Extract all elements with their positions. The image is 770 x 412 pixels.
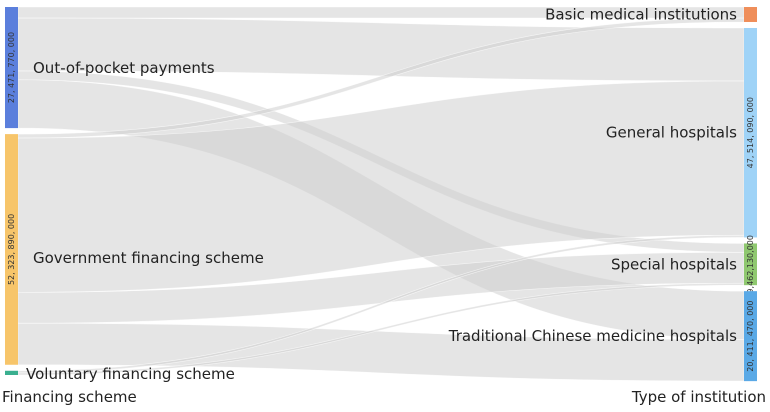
target-axis-label: Type of institution	[631, 388, 766, 406]
target-value-label-1: 47, 514, 090, 000	[746, 97, 755, 168]
target-node-label-1: General hospitals	[606, 124, 737, 142]
target-value-label-2: 9,462,130,000	[746, 235, 755, 294]
source-node-2	[5, 370, 18, 375]
target-node-label-2: Special hospitals	[611, 255, 737, 273]
target-value-label-3: 20, 411, 470, 000	[746, 301, 755, 372]
source-node-label-0: Out-of-pocket payments	[33, 59, 215, 77]
source-node-1	[5, 134, 18, 365]
source-value-label-0: 27, 471, 770, 000	[7, 32, 16, 103]
source-value-label-1: 52, 323, 890, 000	[7, 214, 16, 285]
target-node-1	[744, 27, 757, 238]
target-node-0	[744, 7, 757, 22]
target-node-2	[744, 243, 757, 286]
source-node-label-1: Government financing scheme	[33, 249, 264, 267]
source-axis-label: Financing scheme	[2, 388, 137, 406]
source-node-label-2: Voluntary financing scheme	[26, 365, 235, 383]
source-node-0	[5, 7, 18, 129]
target-node-label-0: Basic medical institutions	[545, 5, 737, 23]
target-node-label-3: Traditional Chinese medicine hospitals	[448, 327, 737, 345]
target-node-3	[744, 291, 757, 382]
links	[17, 6, 745, 382]
